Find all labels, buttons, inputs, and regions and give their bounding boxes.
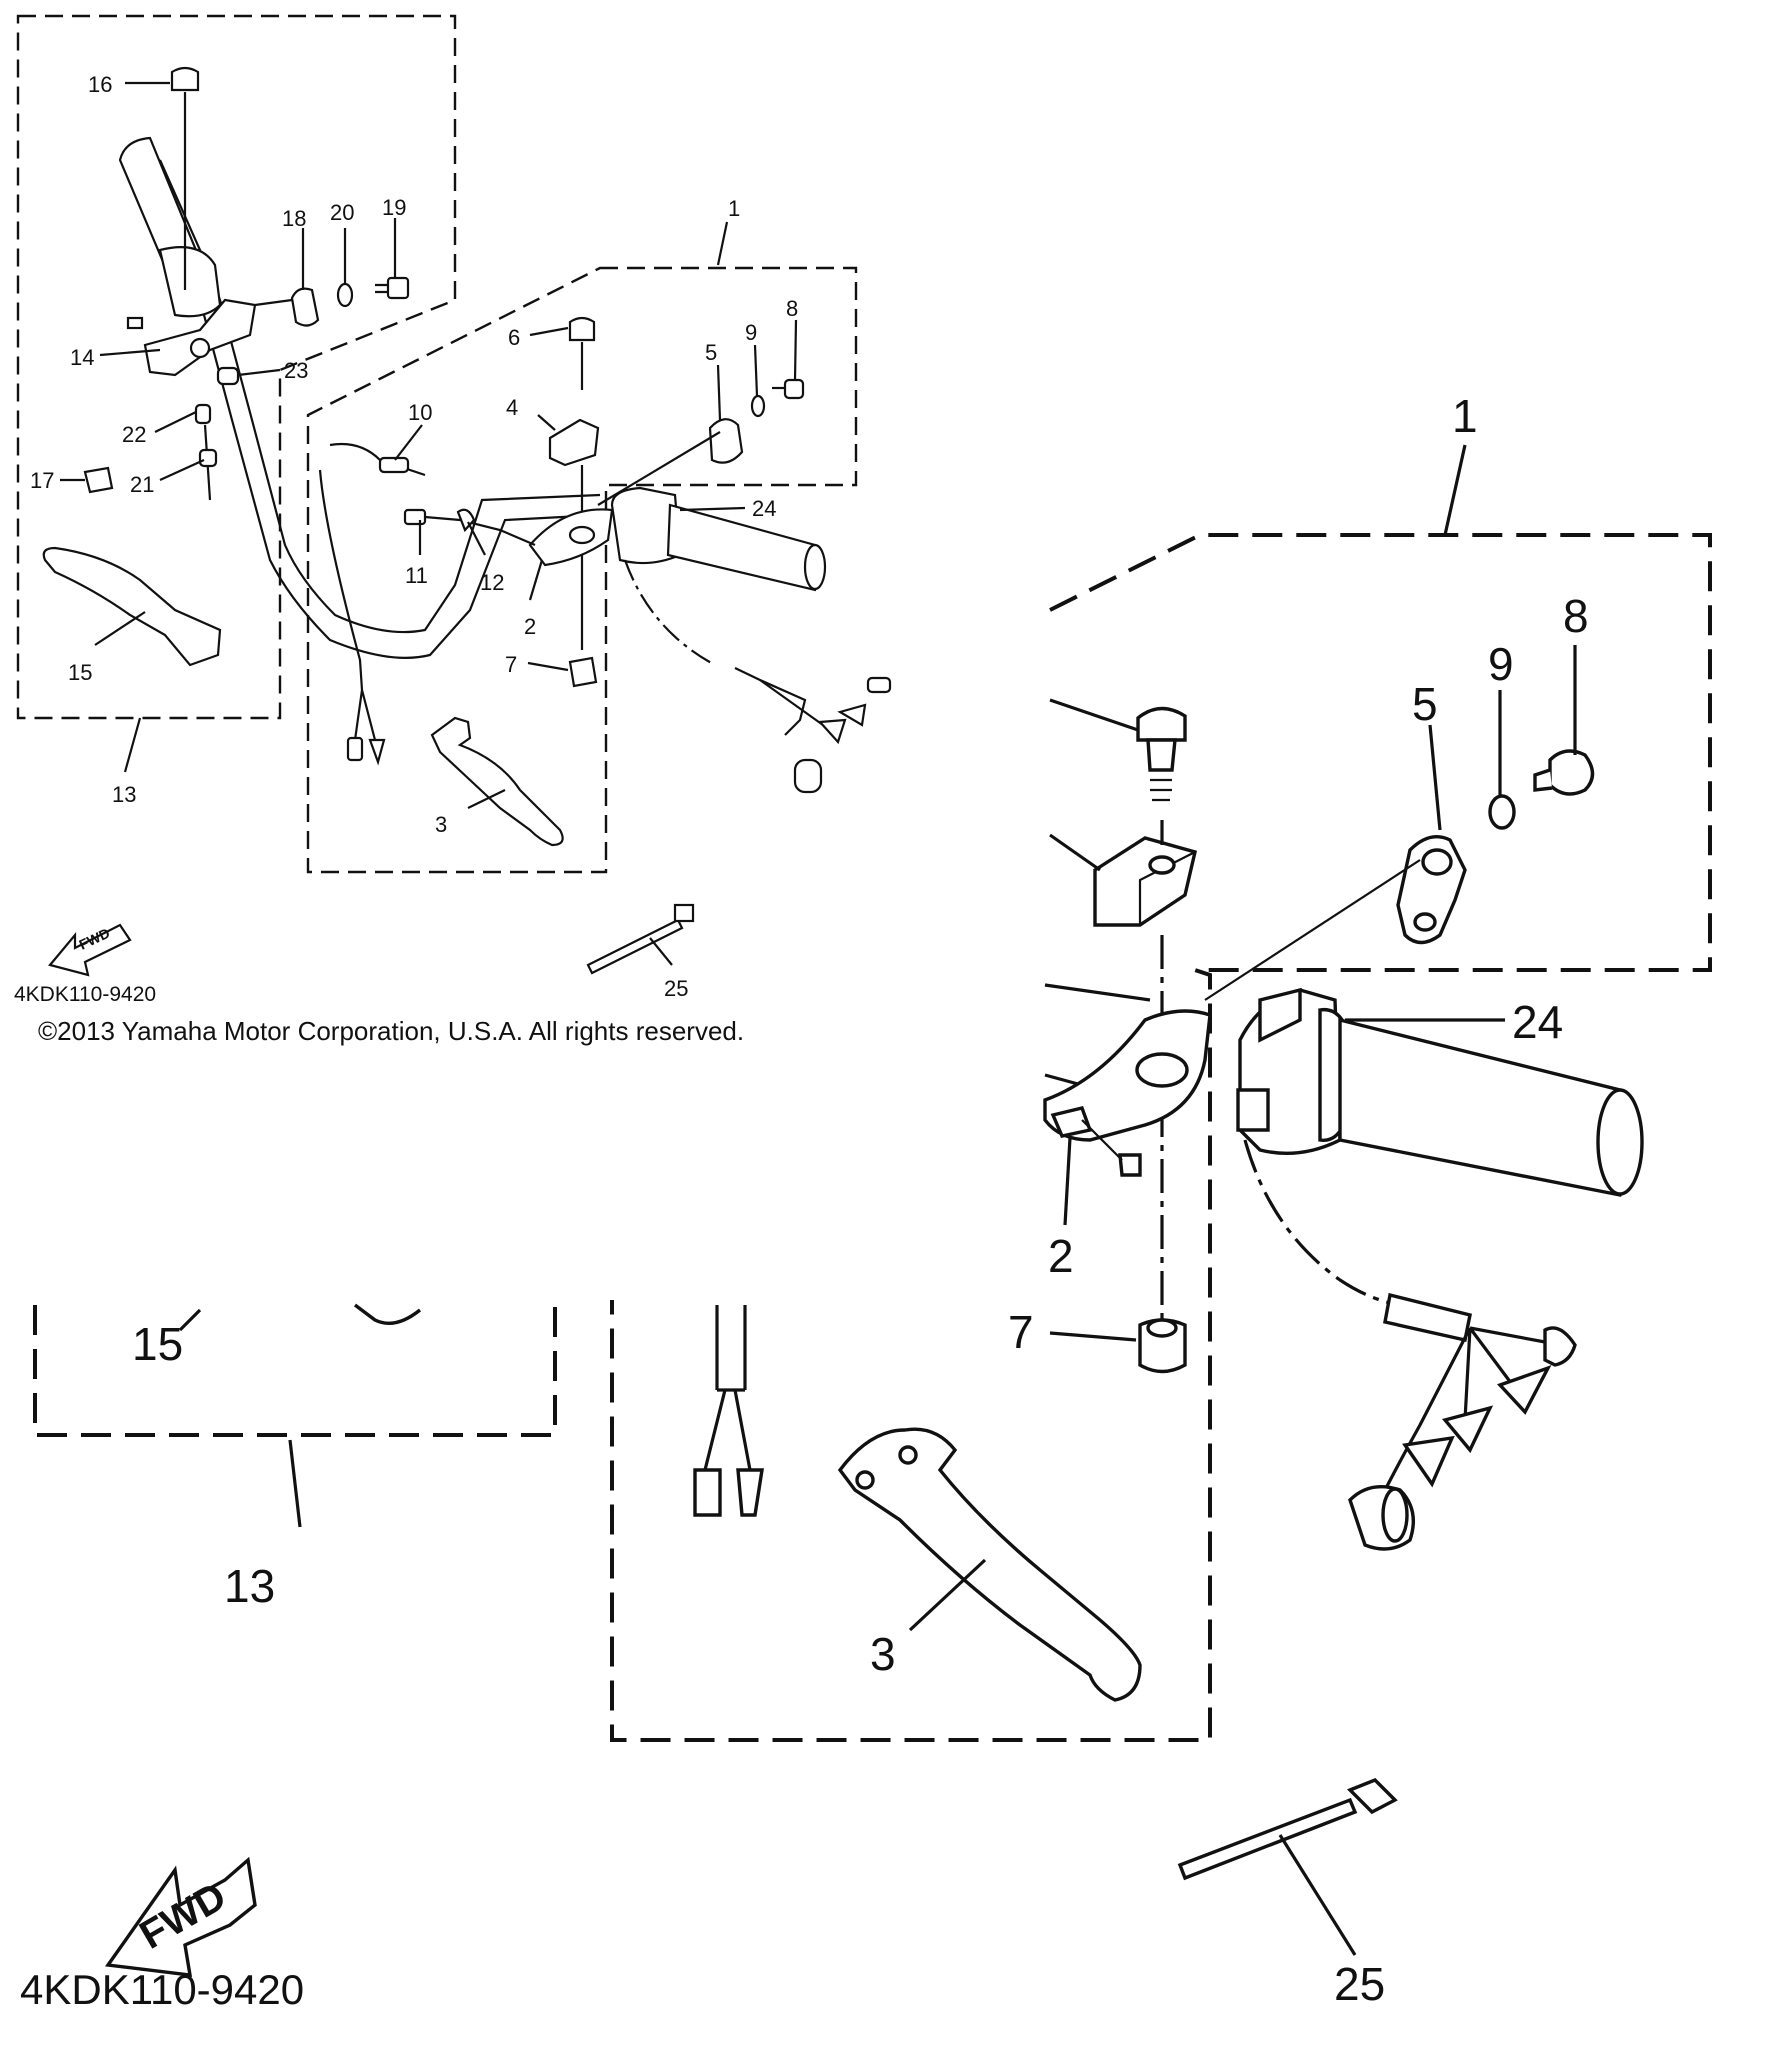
washer-20 (336, 282, 354, 308)
right-lever-3 (430, 716, 564, 847)
zoom-label-3: 3 (870, 1628, 896, 1680)
label-15: 15 (68, 660, 92, 685)
zoom-bracket (1043, 1009, 1212, 1177)
screw-19 (375, 276, 410, 300)
copyright-notice: ©2013 Yamaha Motor Corporation, U.S.A. A… (38, 1016, 745, 1046)
zoom-label-5: 5 (1412, 678, 1438, 730)
zoom-nut (1138, 1318, 1187, 1374)
label-1: 1 (728, 196, 740, 221)
label-14: 14 (70, 345, 94, 370)
zoom-label-13: 13 (224, 1560, 275, 1612)
bracket-18 (290, 287, 320, 327)
zoom-cable-terminals (693, 1305, 764, 1517)
label-5: 5 (705, 340, 717, 365)
clamp-5 (708, 418, 744, 464)
zoom-label-9: 9 (1488, 638, 1514, 690)
right-wire-harness (623, 559, 892, 794)
zoom-label-25: 25 (1334, 1958, 1385, 2010)
label-9: 9 (745, 320, 757, 345)
right-switch-24 (610, 486, 827, 592)
zoom-group-13-outline (33, 1305, 557, 1437)
label-10: 10 (408, 400, 432, 425)
part-22 (194, 403, 212, 425)
cable-21 (198, 424, 218, 501)
label-20: 20 (330, 200, 354, 225)
label-2: 2 (524, 614, 536, 639)
left-lever-15 (42, 546, 222, 667)
handlebar (138, 159, 601, 659)
zoom-cable-tie (1177, 1778, 1398, 1881)
zoom-bolt (1049, 698, 1187, 802)
label-16: 16 (88, 72, 112, 97)
zoom-clamp (1204, 835, 1467, 1001)
label-4: 4 (506, 395, 518, 420)
label-17: 17 (30, 468, 54, 493)
zoom-washer (1488, 794, 1516, 830)
zoom-screw (1533, 749, 1595, 796)
label-18: 18 (282, 206, 306, 231)
part-code-large: 4KDK110-9420 (20, 1966, 304, 2013)
label-3: 3 (435, 812, 447, 837)
zoom-holder (1049, 820, 1198, 927)
label-21: 21 (130, 472, 154, 497)
zoom-label-1: 1 (1452, 390, 1478, 442)
zoom-wire-harness (1243, 1139, 1577, 1551)
washer-9 (750, 394, 766, 418)
zoom-leaders (178, 444, 1577, 1956)
zoom-right-switch (1236, 987, 1644, 1197)
label-6: 6 (508, 325, 520, 350)
zoom-label-24: 24 (1512, 996, 1563, 1048)
zoom-label-8: 8 (1563, 590, 1589, 642)
cable-tie-25 (586, 903, 695, 975)
nut-17 (83, 466, 114, 494)
zoom-group-1-outline (610, 533, 1712, 1742)
label-19: 19 (382, 195, 406, 220)
bolt-16 (170, 66, 200, 290)
pin-23 (216, 366, 240, 386)
overview-leaders (60, 81, 798, 966)
label-25: 25 (664, 976, 688, 1001)
label-7: 7 (505, 652, 517, 677)
nut-7 (568, 656, 598, 688)
label-11: 11 (405, 563, 428, 588)
group-13-dashed-outline (16, 14, 457, 720)
label-22: 22 (122, 422, 146, 447)
screw-8 (772, 378, 805, 400)
label-13: 13 (112, 782, 136, 807)
label-12: 12 (480, 570, 504, 595)
zoom-label-2: 2 (1048, 1230, 1074, 1282)
fwd-arrow-icon: FWD (48, 923, 132, 977)
label-24: 24 (752, 496, 776, 521)
label-23: 23 (284, 358, 308, 383)
zoomed-diagram: FWD 1 5 9 8 24 2 7 3 15 13 25 4KDK110 (20, 390, 1712, 2013)
zoom-lever-15-fragment (353, 1303, 422, 1325)
zoom-lever (837, 1427, 1142, 1702)
label-8: 8 (786, 296, 798, 321)
part-code-small: 4KDK110-9420 (14, 983, 156, 1006)
cable-10-11-12 (318, 442, 536, 766)
zoom-label-15: 15 (132, 1318, 183, 1370)
left-grip (118, 136, 222, 318)
holder-4 (548, 418, 600, 467)
zoom-fwd-arrow-icon: FWD (104, 1856, 257, 1977)
bolt-6 (568, 316, 596, 390)
left-lever-bracket (126, 298, 257, 377)
zoom-label-7: 7 (1008, 1306, 1034, 1358)
group-1-dashed-outline (306, 266, 858, 874)
overview-diagram: FWD (14, 14, 892, 1006)
